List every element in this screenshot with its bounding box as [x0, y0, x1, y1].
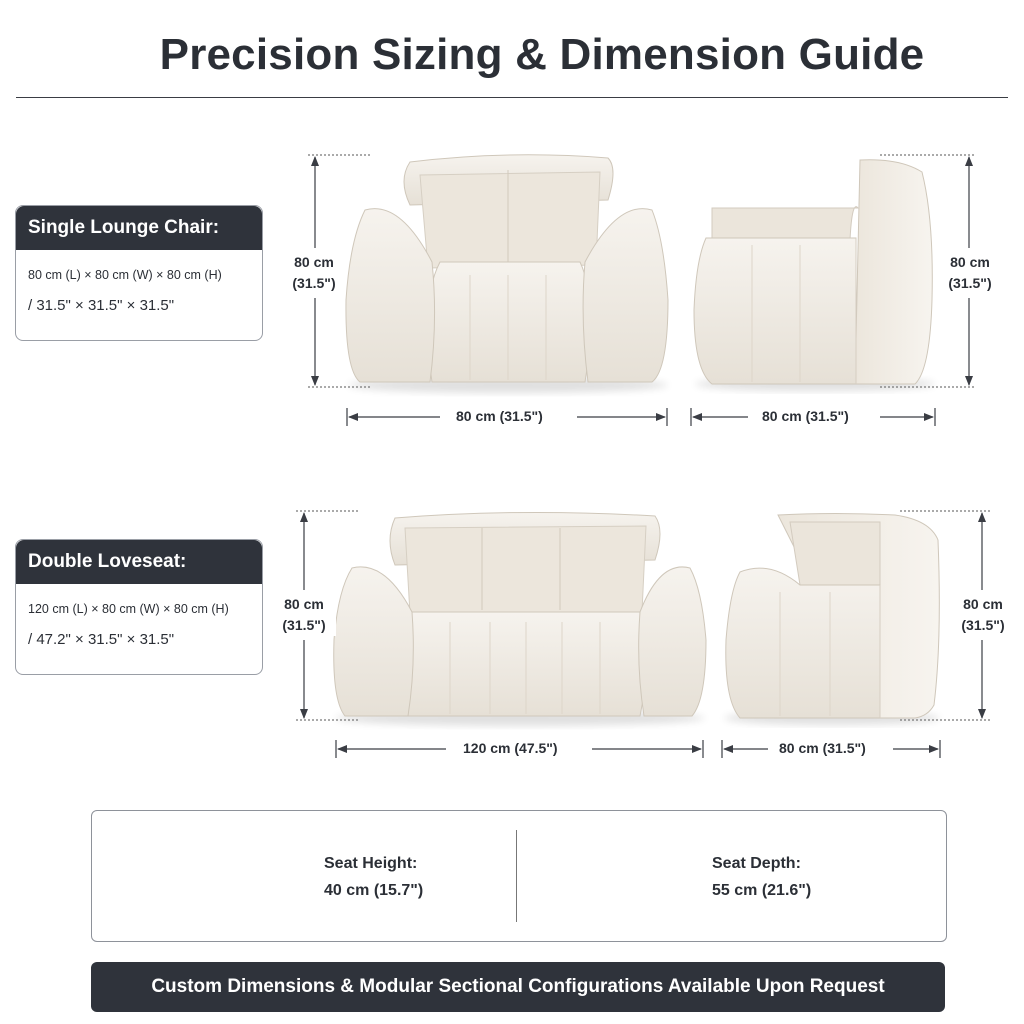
single-chair-label: Single Lounge Chair:	[16, 206, 262, 250]
double-side-width-label: 80 cm (31.5")	[773, 740, 872, 756]
single-chair-front-image	[345, 154, 669, 393]
single-side-height-label: 80 cm (31.5")	[938, 252, 1002, 294]
seat-dimensions-panel	[91, 810, 947, 942]
single-chair-imperial: / 31.5" × 31.5" × 31.5"	[28, 297, 175, 314]
seat-height-label: Seat Height:	[324, 855, 418, 872]
seat-height-value: 40 cm (15.7")	[324, 882, 424, 899]
single-front-width-label: 80 cm (31.5")	[450, 408, 549, 424]
single-chair-side-image	[693, 159, 935, 391]
dimension-lines-double	[296, 510, 990, 758]
single-side-width-label: 80 cm (31.5")	[756, 408, 855, 424]
panel-divider	[516, 830, 517, 922]
seat-depth-value: 55 cm (21.6")	[712, 882, 812, 899]
title-divider	[16, 97, 1008, 98]
double-side-height-label: 80 cm (31.5")	[951, 594, 1015, 636]
double-front-height-label: 80 cm (31.5")	[272, 594, 336, 636]
double-loveseat-side-image	[724, 513, 940, 725]
double-loveseat-front-image	[333, 511, 707, 726]
footer-banner	[91, 962, 945, 1012]
dimension-lines-single	[308, 154, 976, 426]
page-title: Precision Sizing & Dimension Guide	[159, 30, 925, 79]
double-loveseat-spec-card: Double Loveseat: 120 cm (L) × 80 cm (W) …	[15, 539, 263, 675]
double-loveseat-imperial: / 47.2" × 31.5" × 31.5"	[28, 631, 175, 648]
single-chair-spec-card: Single Lounge Chair: 80 cm (L) × 80 cm (…	[15, 205, 263, 341]
footer-text: Custom Dimensions & Modular Sectional Co…	[151, 976, 885, 997]
double-loveseat-metric: 120 cm (L) × 80 cm (W) × 80 cm (H)	[28, 602, 229, 616]
double-loveseat-label: Double Loveseat:	[16, 540, 262, 584]
single-chair-metric: 80 cm (L) × 80 cm (W) × 80 cm (H)	[28, 268, 222, 282]
single-front-height-label: 80 cm (31.5")	[282, 252, 346, 294]
double-front-width-label: 120 cm (47.5")	[457, 740, 564, 756]
seat-depth-label: Seat Depth:	[712, 855, 801, 872]
